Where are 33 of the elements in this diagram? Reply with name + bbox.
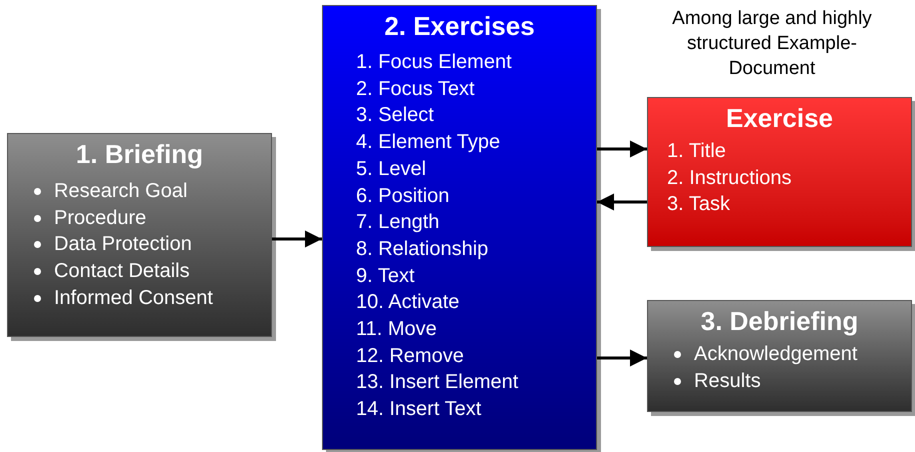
list-item: 8. Relationship: [356, 236, 488, 262]
list-item: Results: [694, 368, 761, 394]
list-item: Data Protection: [54, 232, 192, 258]
list-item: Informed Consent: [54, 286, 213, 311]
list-item: Acknowledgement: [694, 342, 858, 367]
note-text: Among large and highly structured Example-Document: [671, 7, 873, 81]
list-item: 12. Remove: [356, 344, 464, 369]
box-heading: Exercise: [725, 102, 834, 134]
list-item: 13. Insert Element: [356, 370, 518, 396]
list-item: 11. Move: [356, 317, 437, 342]
list-item: 1. Title: [667, 139, 726, 164]
list-item: 1. Focus Element: [356, 50, 512, 75]
list-item: Research Goal: [54, 179, 188, 204]
list-item: 2. Instructions: [667, 166, 792, 191]
list-item: 4. Element Type: [356, 130, 500, 156]
list-item: 3. Select: [356, 103, 434, 128]
list-item: 14. Insert Text: [356, 397, 482, 422]
box-heading: 1. Briefing: [74, 138, 204, 170]
list-item: 9. Text: [356, 264, 415, 289]
list-item: Contact Details: [54, 259, 190, 284]
list-item: 2. Focus Text: [356, 76, 475, 102]
list-item: 6. Position: [356, 184, 450, 209]
list-item: 3. Task: [667, 192, 730, 218]
arrow: [597, 194, 647, 210]
arrow: [597, 350, 647, 366]
arrow: [597, 140, 647, 158]
box-heading: 2. Exercises: [383, 10, 536, 42]
list-item: Procedure: [54, 206, 146, 231]
list-item: 10. Activate: [356, 290, 460, 316]
list-item: 5. Level: [356, 156, 426, 182]
list-item: 7. Length: [356, 210, 440, 236]
arrow: [272, 230, 322, 248]
box-heading: 3. Debriefing: [700, 305, 860, 337]
